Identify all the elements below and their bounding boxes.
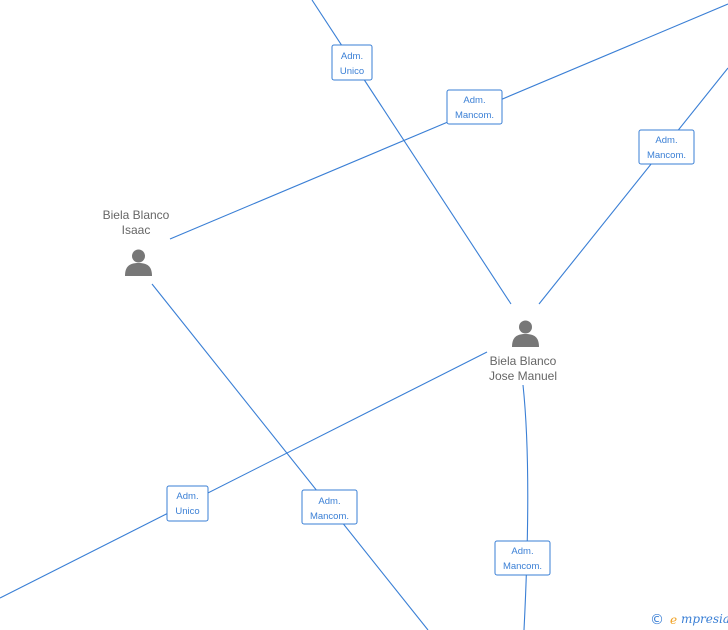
relation-label-line1: Adm. xyxy=(176,491,198,502)
relation-label[interactable]: Adm. Mancom. xyxy=(494,540,551,576)
relation-label[interactable]: Adm. Mancom. xyxy=(638,129,695,165)
person-icon xyxy=(125,249,152,276)
relation-labels: Adm. Unico Adm. Mancom. Adm. Mancom. Adm… xyxy=(166,44,695,576)
edge-jose-to-bottom xyxy=(522,384,529,630)
copyright-icon: © xyxy=(650,612,664,628)
relation-label[interactable]: Adm. Unico xyxy=(331,44,373,81)
edge-jose-to-bottom-left xyxy=(0,351,488,599)
footer-brand: © e mpresia xyxy=(650,612,728,628)
person-name-line1: Biela Blanco xyxy=(490,354,557,368)
relation-label-line2: Mancom. xyxy=(310,511,349,522)
brand-name: mpresia xyxy=(681,612,728,626)
person-node-jose-manuel[interactable]: Biela Blanco Jose Manuel xyxy=(489,320,557,384)
relation-label-line2: Unico xyxy=(340,66,364,77)
person-name-line2: Jose Manuel xyxy=(489,369,557,383)
relation-label[interactable]: Adm. Unico xyxy=(166,485,209,522)
edge-jose-to-right xyxy=(538,67,728,305)
brand-initial: e xyxy=(670,613,677,627)
relation-label-line2: Unico xyxy=(175,506,199,517)
person-name-line1: Biela Blanco xyxy=(103,208,170,222)
person-icon xyxy=(512,320,539,347)
relation-label-line1: Adm. xyxy=(655,135,677,146)
relation-label[interactable]: Adm. Mancom. xyxy=(301,489,358,525)
relation-label-line2: Mancom. xyxy=(455,110,494,121)
relation-label-line2: Mancom. xyxy=(647,150,686,161)
person-name-line2: Isaac xyxy=(122,223,151,237)
relation-label-line1: Adm. xyxy=(318,496,340,507)
relation-label[interactable]: Adm. Mancom. xyxy=(446,89,503,125)
edge-isaac-to-bottom xyxy=(151,283,429,630)
relation-label-line2: Mancom. xyxy=(503,561,542,572)
relation-label-line1: Adm. xyxy=(463,95,485,106)
person-node-isaac[interactable]: Biela Blanco Isaac xyxy=(103,208,170,276)
relation-label-line1: Adm. xyxy=(341,51,363,62)
relation-label-line1: Adm. xyxy=(511,546,533,557)
